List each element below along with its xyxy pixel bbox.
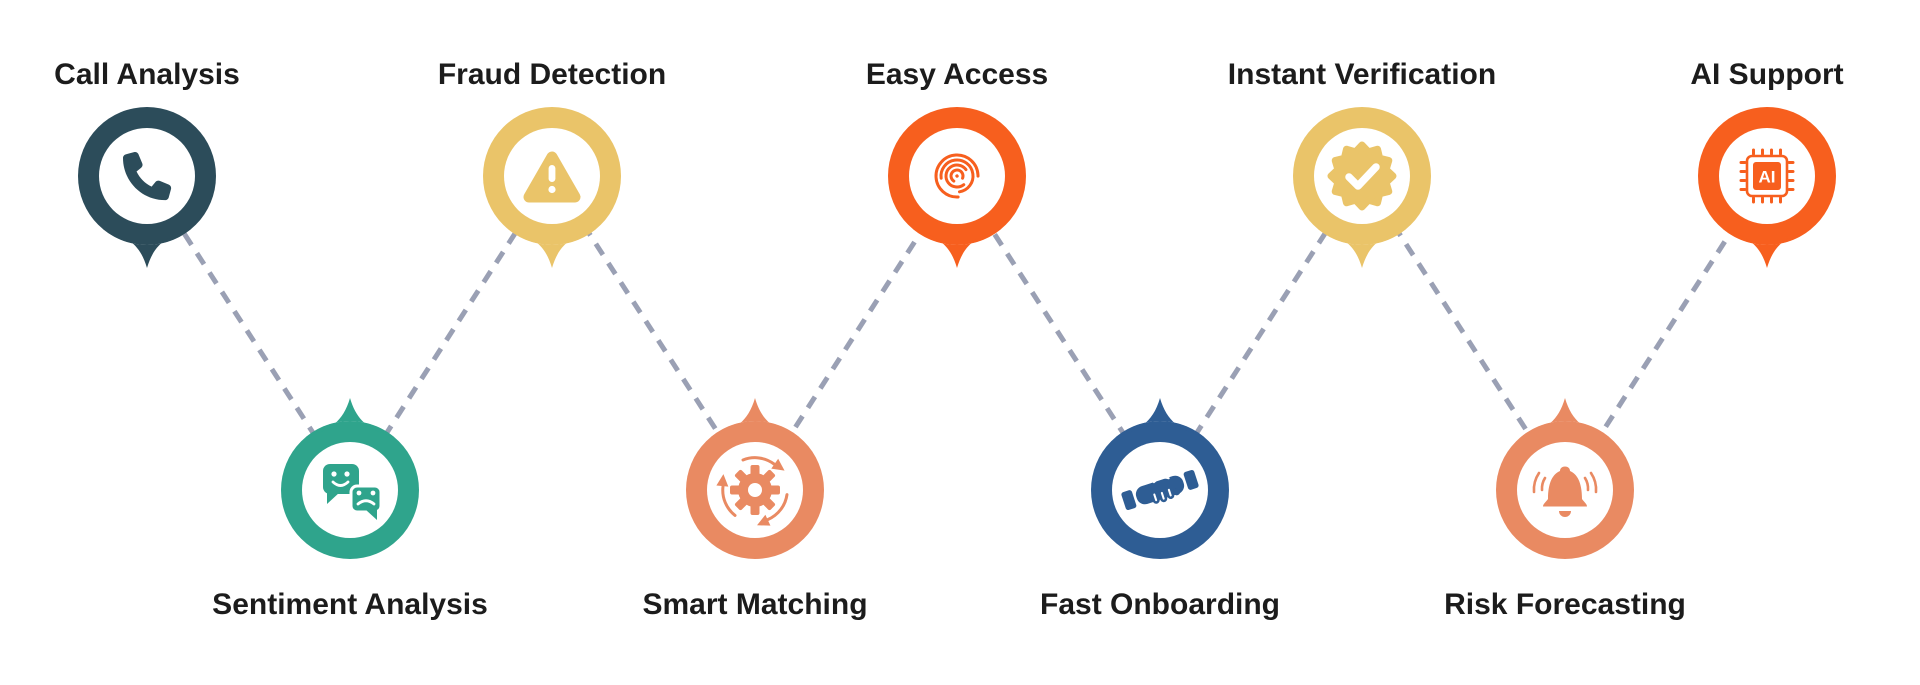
node-label: Call Analysis bbox=[54, 58, 240, 91]
node-label: Instant Verification bbox=[1227, 58, 1497, 91]
node-smart-matching: Smart Matching bbox=[642, 390, 868, 621]
node-label: Risk Forecasting bbox=[1444, 588, 1686, 621]
map-pin-up bbox=[1496, 398, 1634, 559]
node-sentiment-analysis: Sentiment Analysis bbox=[212, 390, 488, 621]
node-label: Fraud Detection bbox=[437, 58, 667, 91]
node-label: AI Support bbox=[1690, 58, 1844, 91]
map-pin-down bbox=[78, 107, 216, 268]
map-pin-up bbox=[1091, 398, 1229, 559]
ai-chip-label: AI bbox=[1759, 168, 1776, 187]
map-pin-down bbox=[888, 107, 1026, 268]
map-pin-down bbox=[1293, 107, 1431, 268]
phone-icon bbox=[123, 151, 172, 201]
map-pin-up bbox=[281, 398, 419, 559]
map-pin-down: AI bbox=[1698, 107, 1836, 268]
node-label: Easy Access bbox=[865, 58, 1049, 91]
node-ai-support: AI Support AI bbox=[1687, 58, 1847, 276]
map-pin-down bbox=[483, 107, 621, 268]
node-fast-onboarding: Fast Onboarding bbox=[1040, 390, 1280, 621]
alert-bell-icon bbox=[1532, 466, 1598, 517]
fingerprint-icon bbox=[934, 153, 980, 199]
node-call-analysis: Call Analysis bbox=[54, 58, 240, 276]
ai-chip-icon: AI bbox=[1739, 148, 1795, 204]
warning-triangle-icon bbox=[523, 151, 581, 203]
node-label: Sentiment Analysis bbox=[212, 588, 488, 621]
node-label: Smart Matching bbox=[642, 588, 868, 621]
node-risk-forecasting: Risk Forecasting bbox=[1444, 390, 1686, 621]
handshake-icon bbox=[1121, 469, 1199, 511]
node-easy-access: Easy Access bbox=[866, 58, 1048, 276]
sentiment-chat-icon bbox=[323, 464, 383, 520]
verified-badge-icon bbox=[1327, 141, 1397, 211]
map-pin-up bbox=[686, 398, 824, 559]
node-fraud-detection: Fraud Detection bbox=[438, 58, 666, 276]
zigzag-dashed-connector bbox=[144, 171, 1770, 495]
node-label: Fast Onboarding bbox=[1040, 588, 1280, 621]
gear-sync-icon bbox=[716, 456, 789, 526]
node-instant-verification: Instant Verification bbox=[1228, 58, 1496, 276]
